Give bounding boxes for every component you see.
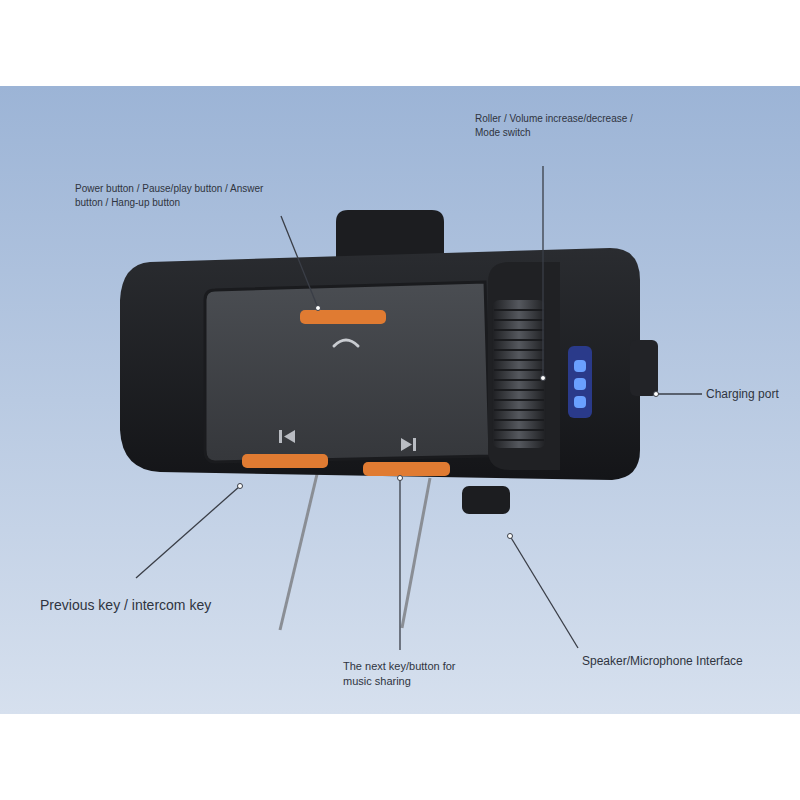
pin: [280, 470, 318, 630]
housing: [120, 248, 640, 480]
next-icon: [401, 438, 416, 451]
leader-lines: [136, 166, 702, 650]
previous-button: [242, 454, 328, 468]
callout-label: Roller / Volume increase/decrease / Mode…: [475, 112, 635, 139]
pin: [402, 478, 430, 628]
callout-label: The next key/button for music sharing: [343, 659, 473, 689]
led-strip: [568, 346, 592, 418]
roller-ridges: [494, 310, 544, 440]
led: [574, 378, 586, 390]
led: [574, 360, 586, 372]
power-button: [300, 310, 386, 324]
face-panel: [205, 282, 490, 462]
leader-dots: [238, 306, 659, 539]
next-button: [363, 462, 450, 476]
phone-icon: [334, 340, 358, 346]
roller: [492, 300, 546, 448]
callout-label: Previous key / intercom key: [40, 596, 280, 615]
background-panel: [0, 86, 800, 714]
previous-icon: [279, 430, 295, 443]
roller-housing: [488, 262, 560, 470]
charging-port: [630, 340, 658, 396]
led: [574, 396, 586, 408]
callout-label: Charging port: [706, 386, 796, 402]
callout-label: Speaker/Microphone Interface: [582, 653, 794, 669]
callout-label: Power button / Pause/play button / Answe…: [75, 182, 280, 209]
speaker-connector: [462, 486, 510, 514]
